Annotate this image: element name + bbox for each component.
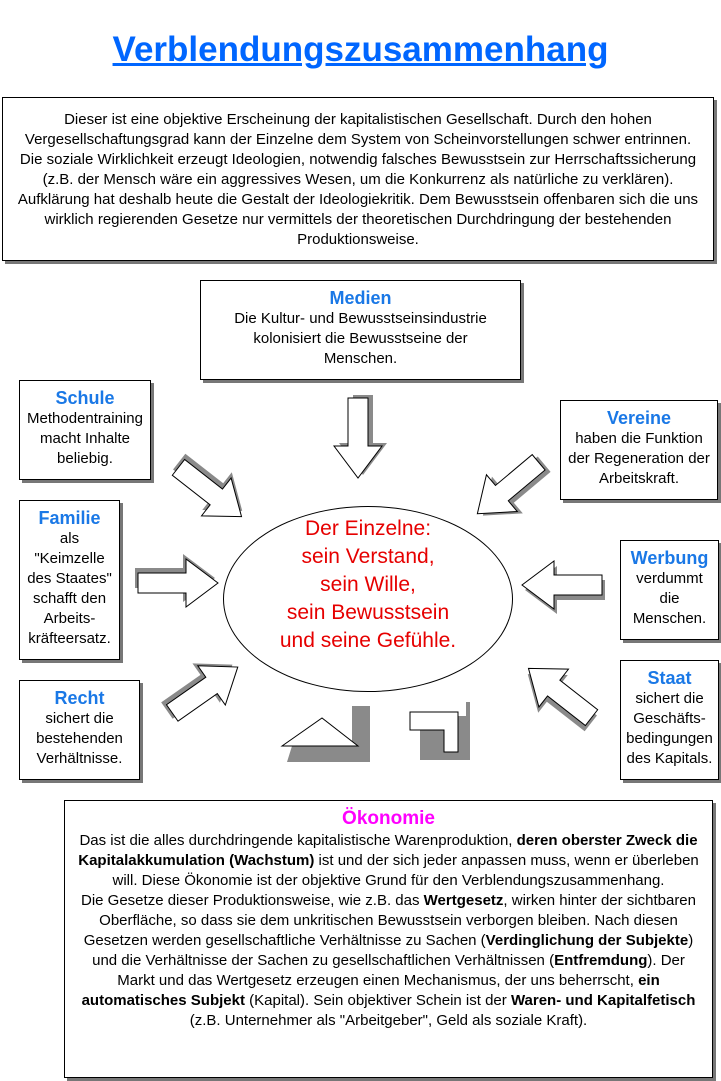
intro-text: Dieser ist eine objektive Erscheinung de…: [17, 111, 699, 248]
recht-box: Recht sichert die bestehenden Verhältnis…: [19, 680, 140, 780]
oekonomie-paragraph-1: Das ist die alles durchdringende kapital…: [78, 832, 699, 889]
vereine-box: Vereine haben die Funktion der Regenerat…: [560, 400, 718, 500]
individual-text: Der Einzelne: sein Verstand, sein Wille,…: [279, 517, 457, 652]
arrow-werbung: [521, 560, 606, 615]
vereine-heading: Vereine: [606, 408, 672, 428]
schule-text: Methodentraining macht Inhalte beliebig.: [27, 410, 143, 467]
medien-heading: Medien: [329, 288, 392, 308]
familie-box: Familie als "Keimzelle des Staates" scha…: [19, 500, 120, 660]
werbung-box: Werbung verdummt die Menschen.: [620, 540, 719, 640]
schule-box: Schule Methodentraining macht Inhalte be…: [19, 380, 151, 480]
intro-box: Dieser ist eine objektive Erscheinung de…: [2, 97, 714, 261]
medien-text: Die Kultur- und Bewusstseinsindustrie ko…: [234, 310, 487, 367]
schule-heading: Schule: [55, 388, 115, 408]
vereine-text: haben die Funktion der Regeneration der …: [568, 430, 710, 487]
staat-heading: Staat: [647, 668, 692, 688]
werbung-heading: Werbung: [630, 548, 709, 568]
familie-text: als "Keimzelle des Staates" schafft den …: [27, 530, 112, 647]
recht-heading: Recht: [54, 688, 105, 708]
arrow-medien: [333, 394, 388, 479]
arrow-oekonomie-left: [280, 706, 370, 762]
arrow-recht: [152, 642, 253, 735]
familie-heading: Familie: [38, 508, 101, 528]
arrow-familie: [134, 553, 219, 608]
oekonomie-heading: Ökonomie: [342, 808, 435, 829]
individual-ellipse: [223, 506, 513, 692]
staat-box: Staat sichert die Geschäfts-bedingungen …: [620, 660, 719, 780]
werbung-text: verdummt die Menschen.: [632, 570, 707, 627]
arrow-oekonomie-right: [409, 702, 470, 760]
oekonomie-paragraph-2: Die Gesetze dieser Produktionsweise, wie…: [81, 892, 696, 1029]
medien-box: Medien Die Kultur- und Bewusstseinsindus…: [200, 280, 521, 380]
arrow-staat: [510, 648, 610, 743]
oekonomie-box: Ökonomie Das ist die alles durchdringend…: [64, 800, 713, 1078]
recht-text: sichert die bestehenden Verhältnisse.: [36, 710, 123, 767]
page-title: Verblendungszusammenhang: [112, 30, 609, 69]
staat-text: sichert die Geschäfts-bedingungen des Ka…: [626, 690, 713, 767]
